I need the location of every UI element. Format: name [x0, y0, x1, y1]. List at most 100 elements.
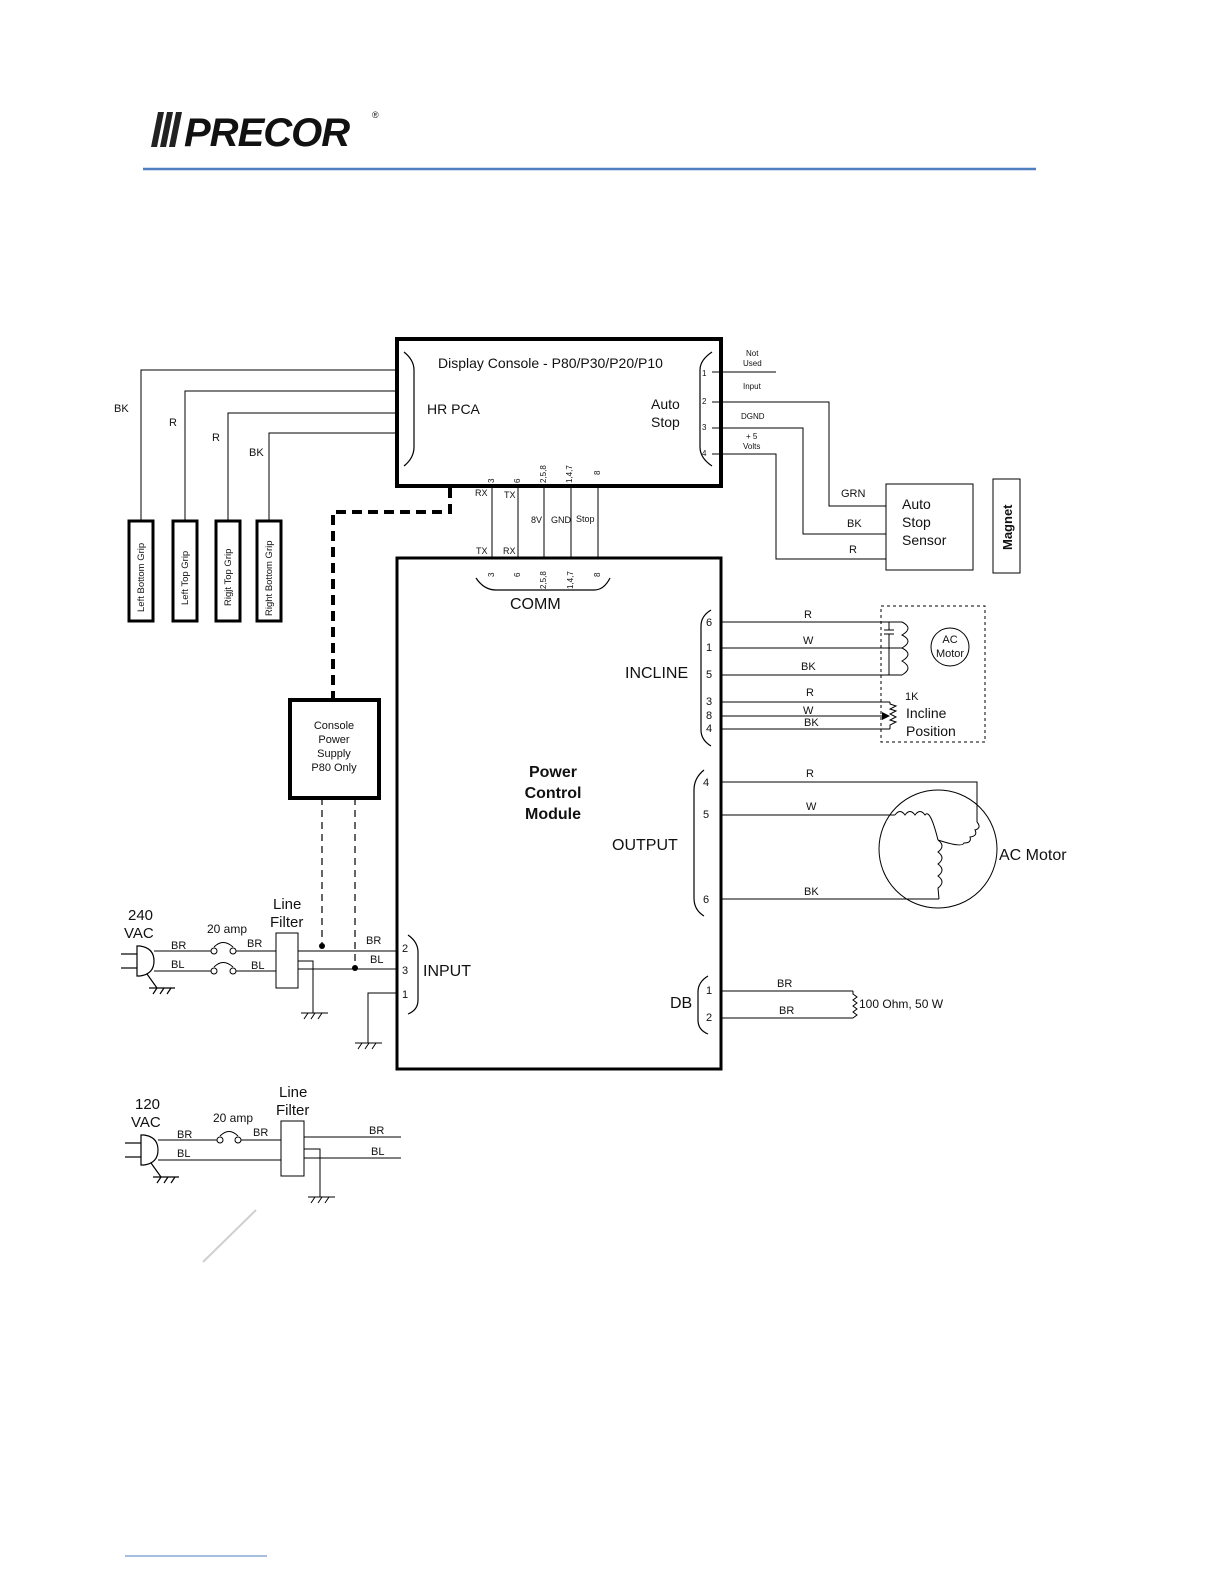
scan-artifact-line — [202, 1209, 257, 1263]
output-pin-4: 4 — [703, 777, 709, 789]
auto-stop-wire-grn — [712, 401, 886, 507]
right-top-grip — [214, 519, 242, 623]
output-pin-6: 6 — [703, 894, 709, 906]
sensor-label-1: Auto — [902, 496, 931, 512]
incline-pin-1: 1 — [706, 642, 712, 654]
plus5-label-2: Volts — [743, 442, 760, 451]
comm-label-tx-top: TX — [504, 490, 516, 500]
db-connector-bracket — [697, 975, 709, 1035]
comm-label-tx-bottom: TX — [476, 546, 488, 556]
hr-pca-label: HR PCA — [427, 401, 481, 417]
supply-120-wire-bl-3: BL — [371, 1146, 384, 1158]
console-title: Display Console - P80/P30/P20/P10 — [438, 355, 663, 371]
left-top-grip-label: Left Top Grip — [180, 551, 191, 605]
ac-motor-icon — [878, 789, 998, 909]
auto-stop-wire-r — [712, 453, 886, 560]
grip-wire-left-top — [184, 390, 397, 521]
auto-stop-label-2: Stop — [651, 414, 680, 430]
output-pin-5: 5 — [703, 809, 709, 821]
comm-label-8v: 8V — [531, 515, 542, 525]
pcm-title-2: Control — [525, 785, 582, 802]
capacitor-icon — [884, 622, 894, 675]
pcm-comm-pin-6: 6 — [513, 572, 522, 577]
not-used-label-1: Not — [746, 349, 759, 358]
junction-dot-2 — [352, 965, 358, 971]
left-top-grip — [171, 519, 199, 623]
power-control-module: Power Control Module 3 6 2,5,8 1,4,7 8 C… — [395, 556, 723, 1071]
incline-motor-dashed-box — [880, 605, 986, 743]
auto-stop-sensor: Auto Stop Sensor — [885, 483, 974, 571]
auto-stop-wire-grn-label: GRN — [841, 488, 866, 500]
pot-value-label: 1K — [905, 691, 919, 703]
console-pin-6: 6 — [513, 478, 522, 483]
pcm-title-1: Power — [529, 764, 577, 781]
plug-240-icon — [121, 945, 175, 995]
line-filter-120-label-1: Line — [279, 1084, 307, 1101]
console-pin-147: 1,4,7 — [565, 465, 574, 483]
magnet: Magnet — [992, 478, 1021, 574]
pcm-comm-pin-3: 3 — [487, 572, 496, 577]
auto-stop-wire-r-label: R — [849, 544, 857, 556]
wiper-arrow-icon — [882, 712, 890, 720]
comm-label-gnd: GND — [551, 515, 572, 525]
supply-120-label-1: 120 — [135, 1096, 160, 1113]
display-console: Display Console - P80/P30/P20/P10 HR PCA… — [395, 337, 723, 488]
auto-stop-wires — [712, 371, 886, 560]
plus5-label-1: + 5 — [746, 432, 758, 441]
incline-label: INCLINE — [625, 665, 688, 682]
breaker-120-icon — [216, 1131, 242, 1144]
grip-wire-right-top — [227, 412, 397, 521]
breaker-120-label: 20 amp — [213, 1111, 253, 1125]
incline-wire-label-6: BK — [804, 717, 819, 729]
grip-wire-right-bottom — [268, 432, 397, 521]
line-filter-240-label-2: Filter — [270, 914, 303, 931]
incline-pin-3: 3 — [706, 696, 712, 708]
output-wire-label-w: W — [806, 801, 817, 813]
right-top-grip-label: Rigjt Top Grip — [223, 549, 234, 606]
console-power-feed — [321, 798, 356, 968]
pcm-comm-pin-258: 2,5,8 — [539, 571, 548, 589]
right-bottom-grip — [255, 519, 283, 623]
breaker-240-label: 20 amp — [207, 922, 247, 936]
db-pin-2: 2 — [706, 1012, 712, 1024]
console-power-supply-box — [288, 698, 381, 800]
incline-motor-winding-icon — [900, 621, 909, 676]
comm-bus — [491, 486, 599, 558]
supply-120-wire-bl-1: BL — [177, 1148, 190, 1160]
auto-stop-connector-bracket — [699, 351, 713, 467]
magnet-box — [992, 478, 1021, 574]
supply-120-wire-br-3: BR — [369, 1125, 384, 1137]
auto-stop-pin-2: 2 — [702, 397, 707, 406]
supply-120-lines — [158, 1136, 401, 1197]
incline-pin-4: 4 — [706, 723, 712, 735]
supply-120-wire-br-1: BR — [177, 1129, 192, 1141]
grip-wires — [140, 369, 397, 521]
comm-label-rx-top: RX — [475, 488, 488, 498]
input-pin-1: 1 — [402, 989, 408, 1001]
incline-wire-label-2: W — [803, 635, 814, 647]
comm-label-rx-bottom: RX — [503, 546, 516, 556]
auto-stop-label-1: Auto — [651, 396, 680, 412]
output-wire-r — [721, 781, 978, 822]
potentiometer-icon — [888, 702, 898, 729]
input-label: INPUT — [423, 963, 471, 980]
supply-240-wire-bl-2: BL — [251, 960, 264, 972]
pcm-comm-pin-8: 8 — [593, 572, 602, 577]
ground-120-filter-icon — [308, 1196, 335, 1204]
breaker-240-icon — [210, 942, 237, 975]
auto-stop-pin-1: 1 — [702, 369, 707, 378]
right-bottom-grip-label: Right Bottom Grip — [264, 541, 275, 617]
incline-wire-label-4: R — [806, 687, 814, 699]
grip-wire-label-1: BK — [114, 403, 129, 415]
incline-wire-label-3: BK — [801, 661, 816, 673]
ground-240-filter-icon — [301, 1012, 328, 1020]
left-bottom-grip — [127, 519, 155, 623]
comm-connector-bracket — [475, 577, 611, 591]
supply-240vac: 240 VAC 20 amp BR BL BR BL — [121, 896, 397, 1050]
supply-240-wire-br-2: BR — [247, 938, 262, 950]
db-wire-label-1: BR — [777, 978, 792, 990]
auto-stop-wire-bk-label: BK — [847, 518, 862, 530]
db-wire-label-2: BR — [779, 1005, 794, 1017]
console-power-supply: Console Power Supply P80 Only — [288, 698, 381, 800]
